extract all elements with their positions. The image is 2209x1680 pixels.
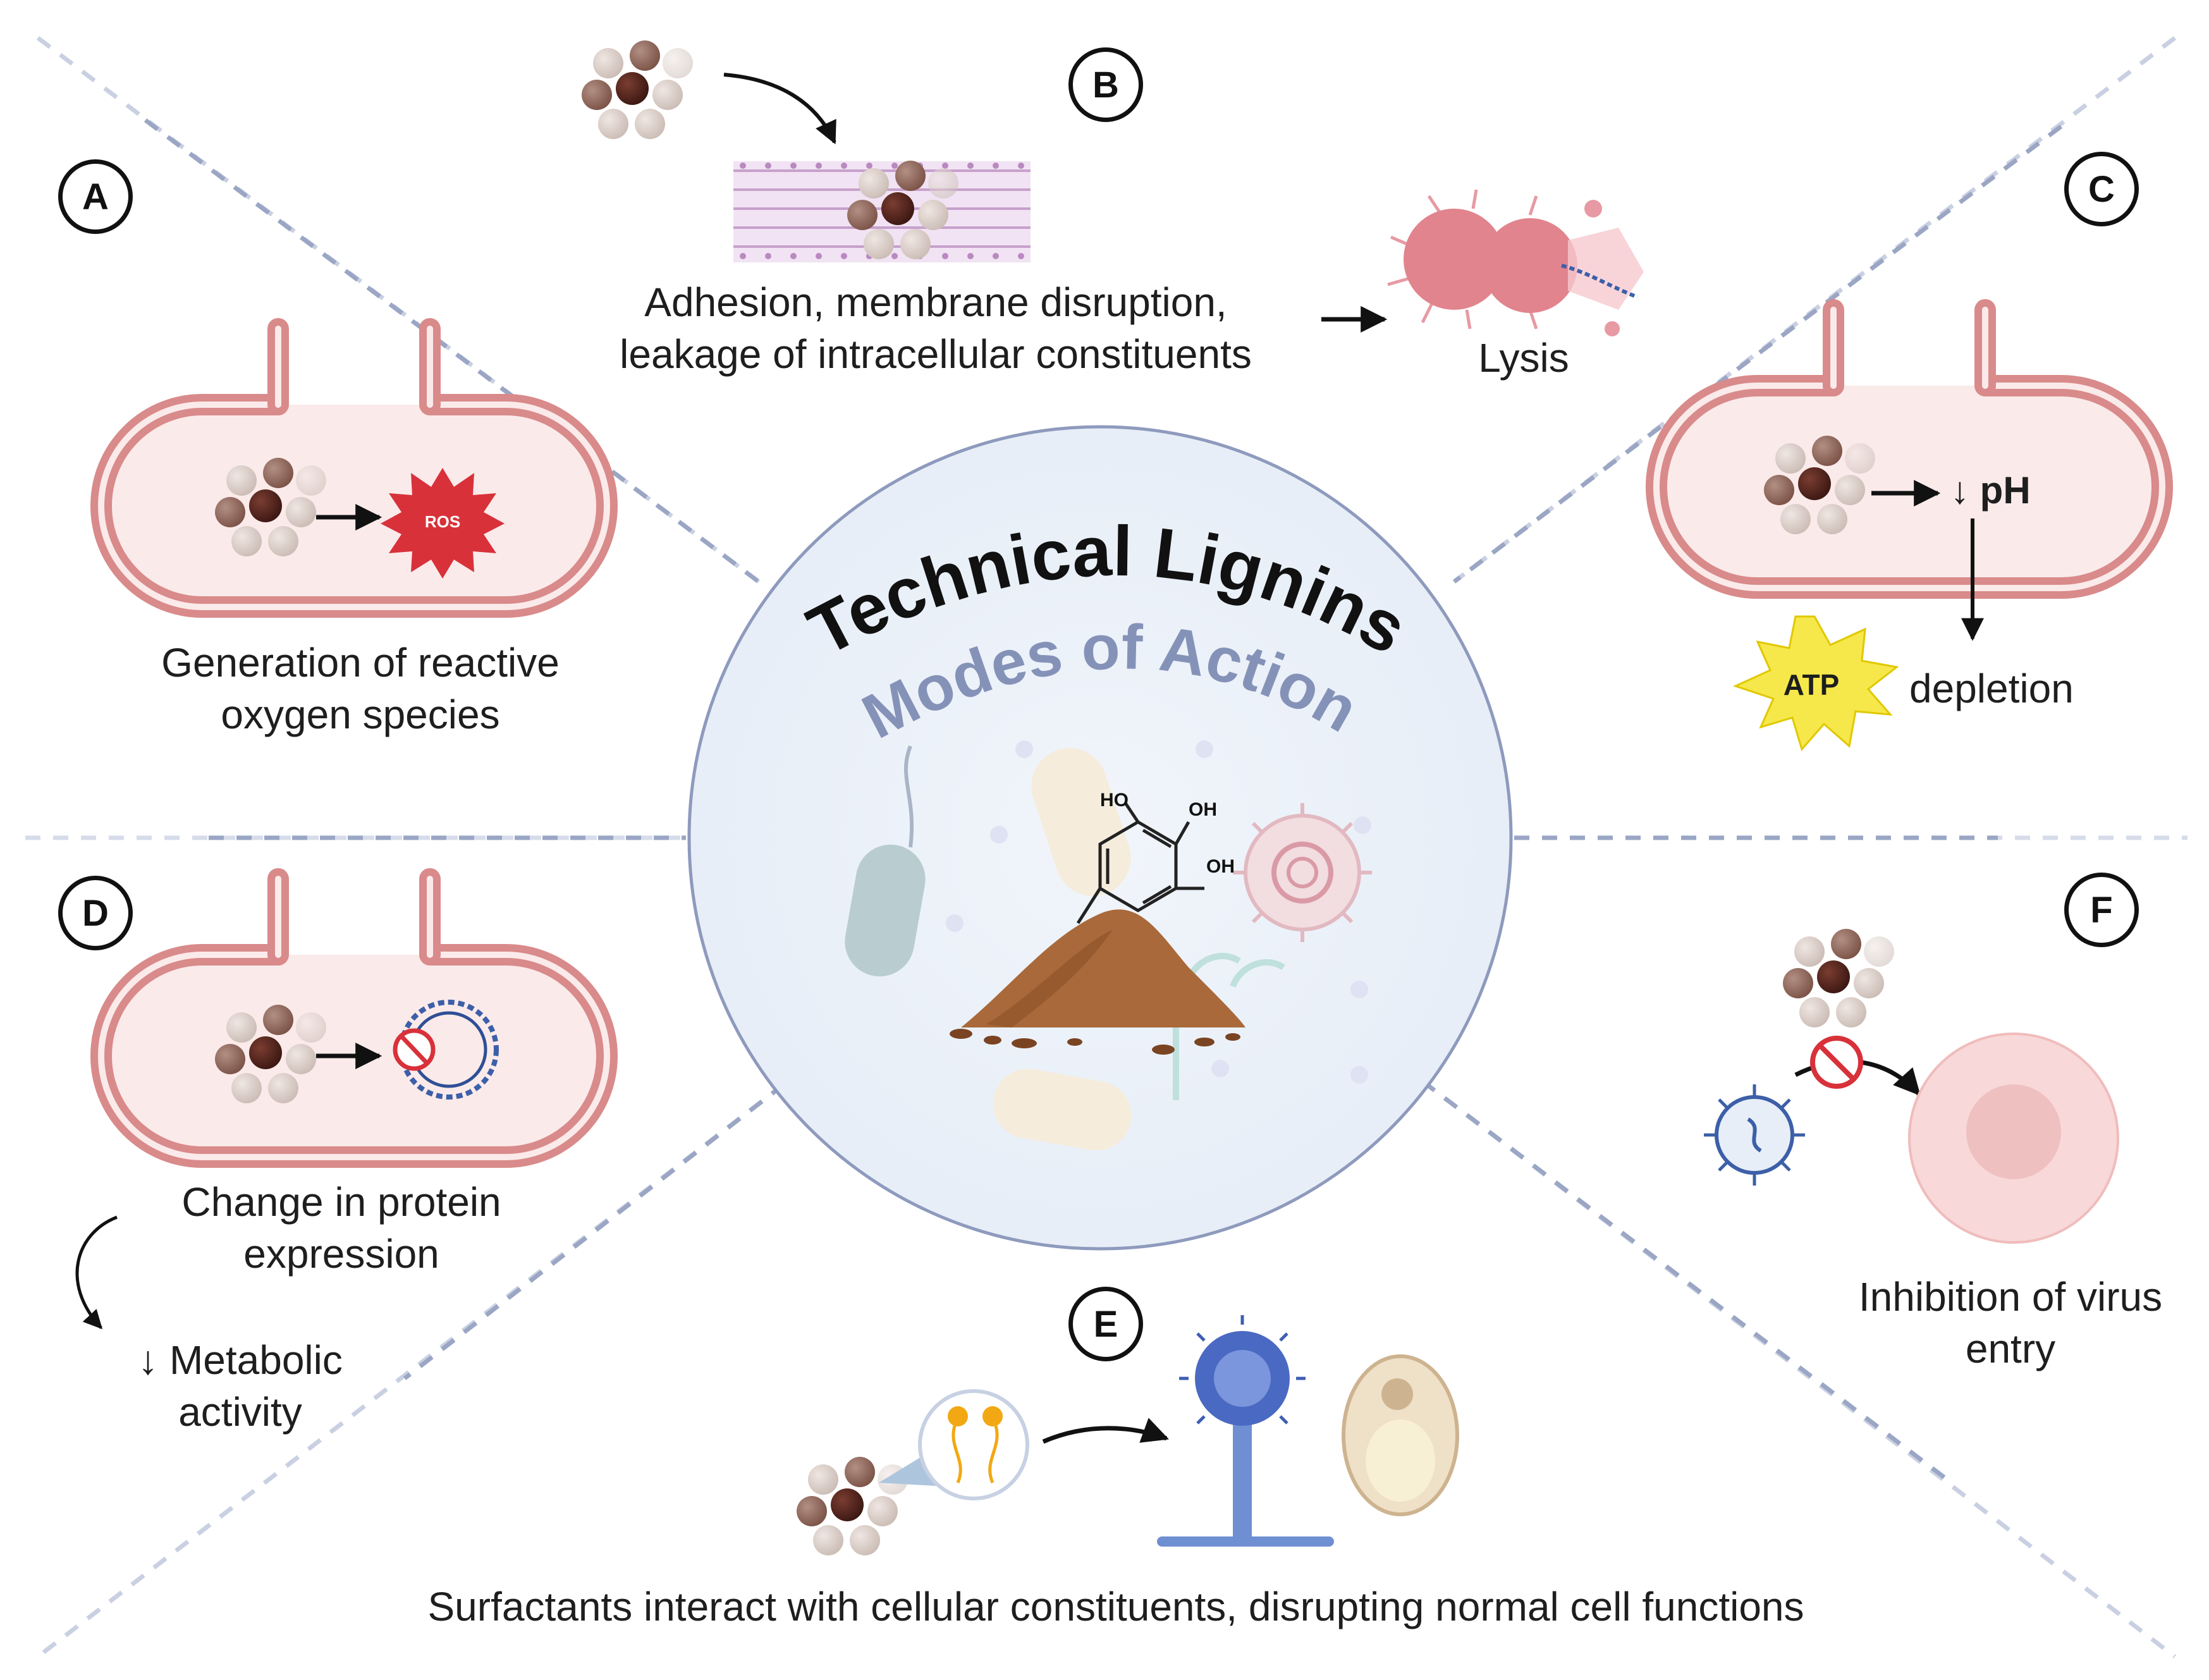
badge-c: C <box>2064 152 2139 226</box>
panel-f-caption-line2: entry <box>1965 1326 2056 1371</box>
lysis-label: Lysis <box>1478 335 1569 381</box>
virus-icon <box>1233 803 1372 942</box>
panel-b-membrane-diagram <box>582 40 1644 336</box>
panel-d-caption: Change in protein expression <box>107 1176 575 1280</box>
center-circle: Technical Lignins Modes of Action <box>687 425 1513 1251</box>
pyrogallol-molecule <box>1076 802 1204 924</box>
panel-e-surfactant-diagram <box>797 1315 1459 1555</box>
panel-b-caption-line2: leakage of intracellular constituents <box>620 331 1252 377</box>
depletion-label: depletion <box>1909 666 2074 711</box>
atp-burst-icon <box>1732 615 1899 752</box>
badge-f: F <box>2064 873 2139 947</box>
panel-d-cell-diagram <box>75 879 607 1330</box>
virus-particle-icon <box>1704 1084 1805 1186</box>
lysed-bacterium-icon <box>1387 189 1644 336</box>
aspergillus-fungus-icon <box>1157 1315 1334 1547</box>
panel-a-caption-line1: Generation of reactive <box>161 640 560 685</box>
badge-d: D <box>58 876 133 950</box>
molecule-label-oh-top: OH <box>1189 799 1217 820</box>
panel-b-caption-line1: Adhesion, membrane disruption, <box>644 279 1227 325</box>
host-cell-icon <box>1908 1033 2119 1244</box>
panel-c-cell-diagram <box>1656 310 2162 752</box>
badge-e: E <box>1068 1287 1143 1361</box>
molecule-label-oh-right: OH <box>1206 856 1235 877</box>
rod-bacterium-icon <box>845 745 926 977</box>
panel-d-caption-line1: Change in protein <box>181 1179 501 1225</box>
panel-e-caption: Surfactants interact with cellular const… <box>427 1584 1804 1629</box>
capsule-bacterium-icon <box>1031 747 1131 897</box>
metabolic-activity-label: ↓ Metabolic activity <box>114 1334 367 1438</box>
ros-label: ROS <box>425 512 460 531</box>
atp-label: ATP <box>1783 668 1840 701</box>
molecule-label-ho: HO <box>1100 790 1129 811</box>
lignin-pile-icon <box>950 909 1245 1055</box>
panel-f-caption-line1: Inhibition of virus <box>1858 1274 2163 1320</box>
prohibited-icon-f <box>1810 1036 1863 1089</box>
ros-burst-icon <box>381 468 505 579</box>
metabolic-line1: ↓ Metabolic <box>138 1337 343 1383</box>
panel-a-cell-diagram: ROS <box>101 329 607 607</box>
panel-d-caption-line2: expression <box>243 1231 439 1277</box>
ph-label: ↓ pH <box>1950 469 2031 512</box>
divider-lines <box>25 36 2188 1659</box>
surfactant-bubble-icon <box>918 1389 1029 1500</box>
metabolic-line2: activity <box>178 1389 302 1435</box>
panel-f-caption: Inhibition of virus entry <box>1777 1271 2209 1375</box>
prohibited-icon <box>393 1028 436 1071</box>
yeast-cell-icon <box>1342 1354 1459 1516</box>
panel-f-virus-diagram <box>1704 929 2119 1244</box>
small-particles <box>946 740 1371 1084</box>
badge-b: B <box>1068 47 1143 122</box>
capsule-bacterium-icon-2 <box>993 1069 1132 1151</box>
panel-b-caption: Adhesion, membrane disruption, leakage o… <box>544 276 1328 380</box>
panel-a-caption-line2: oxygen species <box>221 692 500 737</box>
badge-a: A <box>58 159 133 234</box>
panel-a-caption: Generation of reactive oxygen species <box>76 637 645 740</box>
